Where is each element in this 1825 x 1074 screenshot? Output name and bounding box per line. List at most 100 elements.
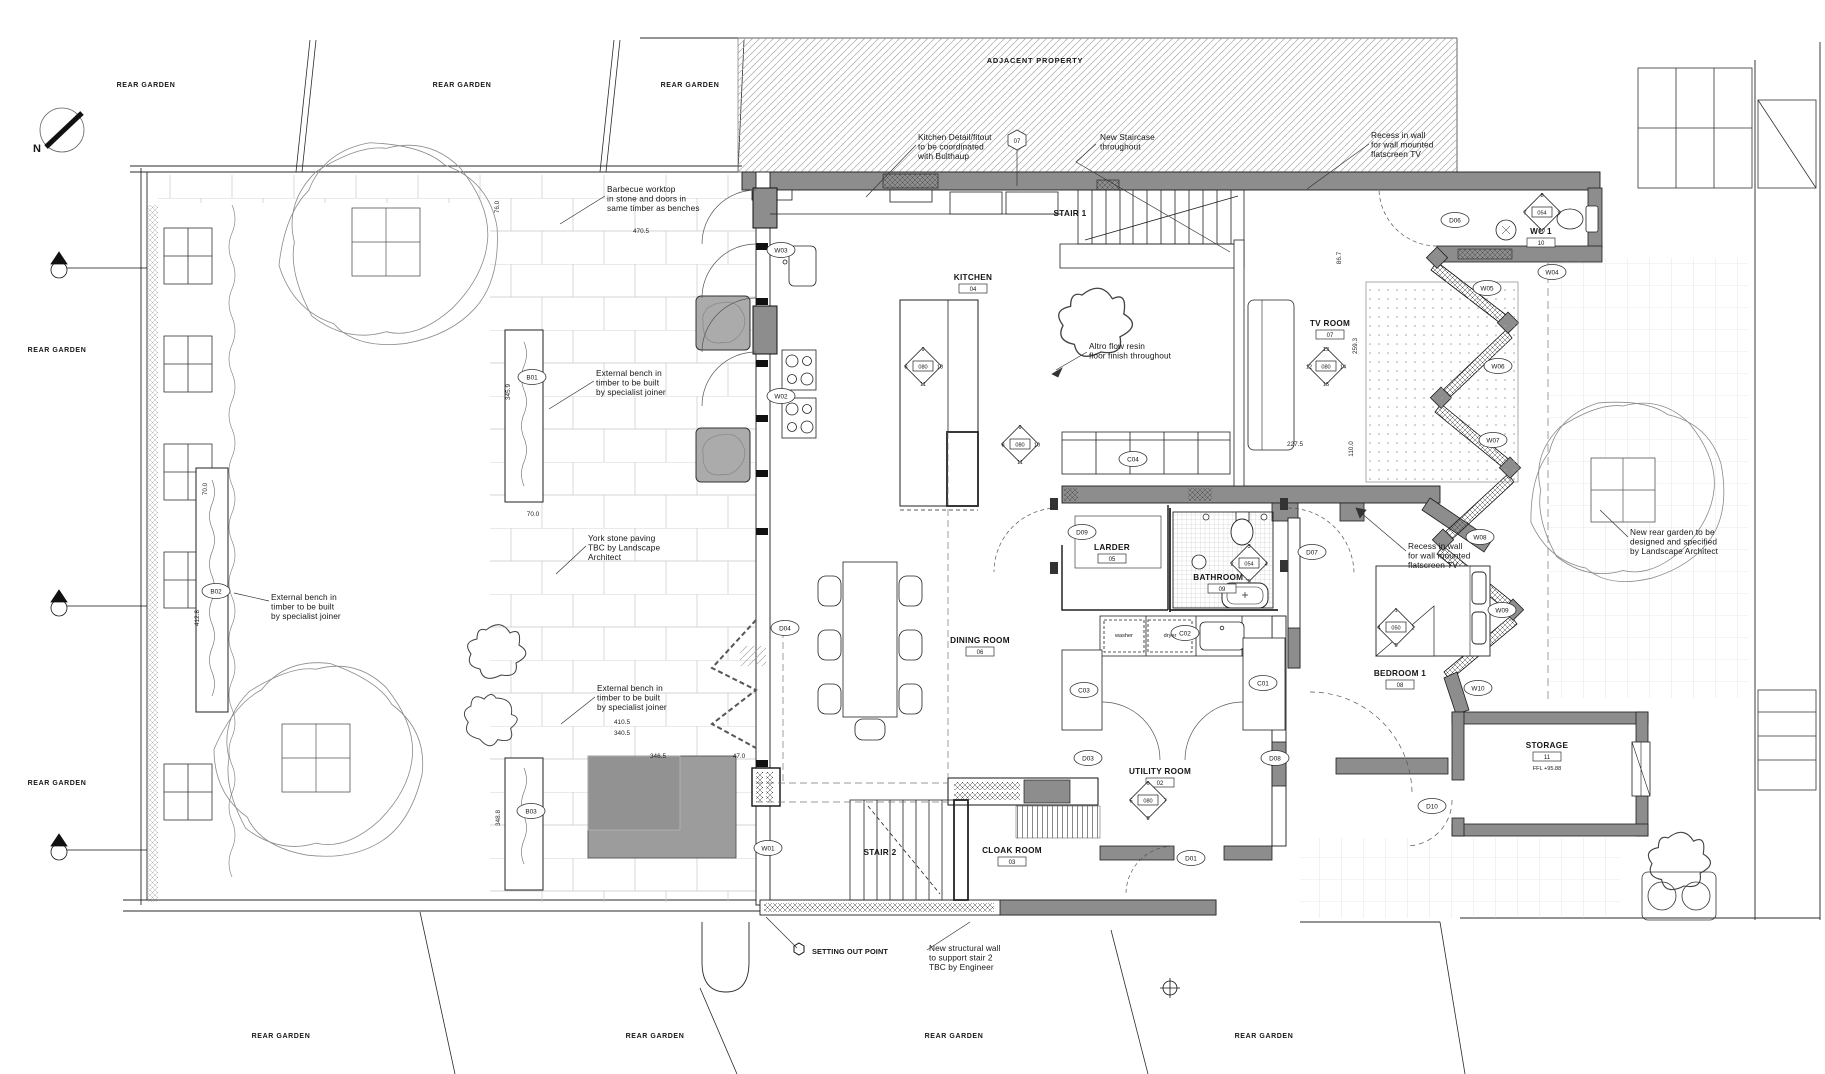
svg-text:REAR GARDEN: REAR GARDEN [626, 1033, 685, 1040]
svg-text:410.5: 410.5 [614, 719, 630, 726]
svg-text:for wall mounted: for wall mounted [1408, 551, 1471, 561]
svg-text:348.8: 348.8 [495, 810, 502, 826]
svg-text:5: 5 [1394, 643, 1397, 649]
kitchen-island [899, 299, 979, 511]
svg-text:New structural wall: New structural wall [929, 943, 1001, 953]
room-label-wc-1: WC 110 [1526, 227, 1556, 248]
svg-text:throughout: throughout [1100, 142, 1141, 152]
svg-text:259.3: 259.3 [1352, 338, 1359, 354]
garden-wall-hatch [148, 205, 158, 902]
patio [587, 755, 737, 859]
svg-text:REAR GARDEN: REAR GARDEN [661, 82, 720, 89]
svg-text:2: 2 [1230, 561, 1233, 567]
svg-text:W04: W04 [1545, 270, 1559, 277]
finish-marker-diamond: 080 9 8 10 11 [904, 347, 943, 388]
svg-text:10: 10 [1538, 241, 1545, 247]
svg-text:Barbecue worktop: Barbecue worktop [607, 184, 676, 194]
svg-text:timber to be built: timber to be built [271, 602, 335, 612]
svg-text:to be coordinated: to be coordinated [918, 142, 984, 152]
svg-text:D08: D08 [1269, 756, 1281, 763]
svg-text:REAR GARDEN: REAR GARDEN [1235, 1033, 1294, 1040]
svg-text:07: 07 [1327, 333, 1334, 339]
section-markers [50, 251, 1180, 998]
svg-text:by specialist joiner: by specialist joiner [597, 702, 667, 712]
hex-marker-07: 07 [1007, 129, 1027, 151]
svg-text:13: 13 [1323, 347, 1329, 353]
svg-text:10: 10 [937, 364, 943, 370]
stair-1 [1059, 189, 1245, 269]
svg-text:D01: D01 [1185, 856, 1197, 863]
svg-text:3: 3 [1247, 544, 1250, 550]
svg-text:12: 12 [1306, 364, 1312, 370]
svg-text:10: 10 [1034, 442, 1040, 448]
svg-text:New rear garden to be: New rear garden to be [1630, 527, 1715, 537]
svg-text:UTILITY ROOM: UTILITY ROOM [1129, 767, 1191, 776]
svg-text:DINING ROOM: DINING ROOM [950, 636, 1010, 645]
svg-text:05: 05 [1109, 557, 1116, 563]
svg-text:9: 9 [921, 347, 924, 353]
room-label-stair-2: STAIR 2 [864, 848, 897, 857]
wall-hatch-wedge [740, 646, 766, 666]
svg-text:4: 4 [1264, 561, 1267, 567]
svg-text:D07: D07 [1306, 550, 1318, 557]
svg-text:04: 04 [970, 287, 977, 293]
toilet [1230, 518, 1254, 546]
tv-room [1233, 239, 1519, 487]
tree [185, 627, 458, 901]
svg-text:09: 09 [1219, 587, 1226, 593]
svg-text:REAR GARDEN: REAR GARDEN [925, 1033, 984, 1040]
svg-text:designed and specified: designed and specified [1630, 537, 1717, 547]
svg-text:340.5: 340.5 [614, 730, 630, 737]
svg-text:W06: W06 [1491, 364, 1505, 371]
cabinet-tags: C01 C02 C03 C04 [1069, 451, 1278, 698]
svg-text:External bench in: External bench in [597, 683, 663, 693]
svg-text:8: 8 [1540, 193, 1543, 199]
svg-text:TBC by Landscape: TBC by Landscape [588, 543, 660, 553]
north-label: N [33, 143, 41, 155]
svg-text:7: 7 [1523, 210, 1526, 216]
larder-room [1061, 505, 1169, 611]
svg-text:Kitchen Detail/fitout: Kitchen Detail/fitout [918, 132, 992, 142]
bench-tags: B01 B02 B03 [201, 369, 547, 819]
svg-text:Recess in wall: Recess in wall [1371, 130, 1425, 140]
dryer-label: dryer [1164, 633, 1177, 639]
dimension-labels: 76.0 470.5 345.9 70.0 412.8 70.0 410.5 3… [194, 200, 1359, 826]
svg-text:412.8: 412.8 [194, 610, 201, 626]
finish-marker-diamond: 080 13 12 14 15 [1306, 347, 1346, 388]
svg-text:8: 8 [1001, 442, 1004, 448]
svg-text:8: 8 [904, 364, 907, 370]
shower-head [1191, 554, 1207, 570]
svg-text:D10: D10 [1426, 804, 1438, 811]
svg-text:W09: W09 [1495, 608, 1509, 615]
svg-text:W07: W07 [1486, 438, 1500, 445]
toilet-cistern [1585, 205, 1599, 233]
svg-text:080: 080 [918, 364, 927, 370]
svg-text:New Staircase: New Staircase [1100, 132, 1155, 142]
svg-text:C01: C01 [1257, 681, 1269, 688]
svg-text:flatscreen TV: flatscreen TV [1408, 560, 1458, 570]
setting-out-marker [793, 942, 805, 956]
tree [249, 104, 536, 390]
svg-text:by Landscape Architect: by Landscape Architect [1630, 546, 1719, 556]
svg-text:REAR GARDEN: REAR GARDEN [28, 780, 87, 787]
door-tags: D01 D03 D04 D06 D07 D08 D09 D10 [770, 212, 1470, 866]
planting-bed-edge [228, 204, 236, 878]
svg-text:W05: W05 [1480, 286, 1494, 293]
svg-text:CLOAK ROOM: CLOAK ROOM [982, 846, 1042, 855]
svg-text:86.7: 86.7 [1336, 251, 1343, 264]
svg-text:76.0: 76.0 [494, 200, 501, 213]
svg-text:External bench in: External bench in [271, 592, 337, 602]
hob [781, 349, 817, 391]
garden-planters [163, 227, 213, 821]
svg-text:timber to be built: timber to be built [597, 693, 661, 703]
dining-set [817, 561, 923, 741]
